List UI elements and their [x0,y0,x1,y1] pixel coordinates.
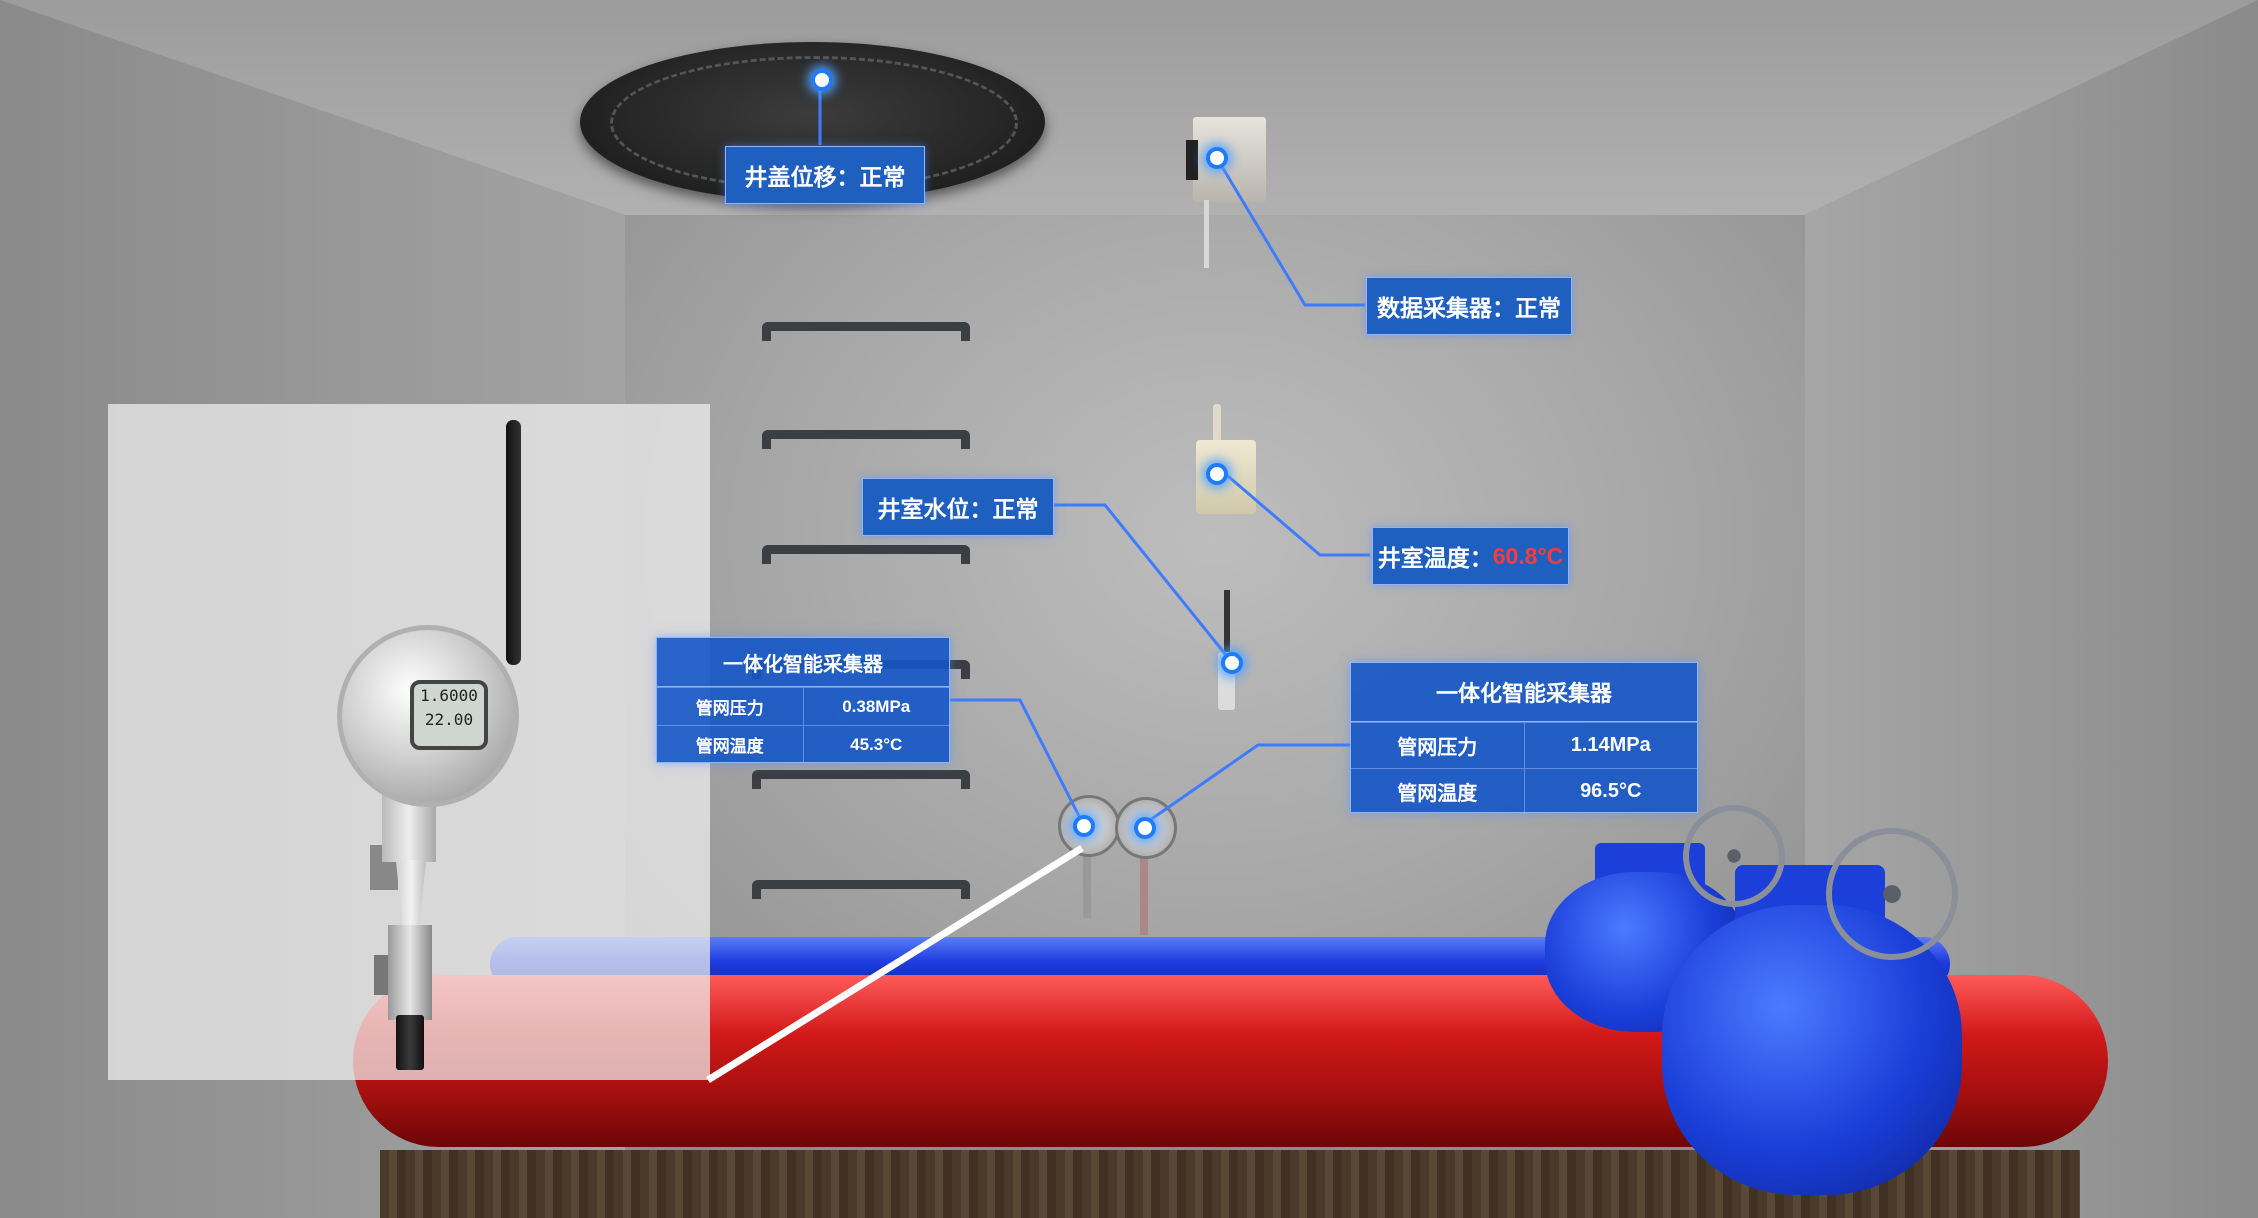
temperature-sensor-antenna [1213,404,1221,444]
chamber-temperature-prefix: 井室温度： [1377,545,1493,571]
ladder-rung [752,880,970,899]
collector-stem-left [1083,848,1091,918]
smart-collector-panel-right[interactable]: 一体化智能采集器 管网压力 1.14MPa 管网温度 96.5°C [1350,662,1698,814]
connector-chamber-temp [1214,463,1370,557]
transmitter-valve [388,925,432,1020]
panel-right-title: 一体化智能采集器 [1351,663,1697,722]
ladder-rung [762,545,970,564]
manhole-sensor-dot[interactable] [811,69,833,91]
data-collector-device[interactable] [1193,117,1266,202]
chamber-temperature-value: 60.8°C [1492,542,1564,569]
data-collector-side [1186,140,1198,180]
panel-left-temperature-value: 45.3°C [850,734,903,754]
data-collector-probe [1204,200,1209,268]
chamber-temperature-label[interactable]: 井室温度： 60.8°C [1372,527,1569,585]
ladder-rung [762,322,970,341]
panel-left-row-temperature: 管网温度 45.3°C [657,725,949,763]
inset-pointer-line [706,845,1084,1083]
smart-collector-right-dot[interactable] [1134,817,1156,839]
panel-right-temperature-value: 96.5°C [1580,780,1642,802]
ladder-rung [762,430,970,449]
valve-handwheel-rear[interactable] [1683,805,1785,907]
temperature-sensor-dot[interactable] [1206,463,1228,485]
panel-left-title: 一体化智能采集器 [657,638,949,687]
connector-water-level [1050,503,1232,661]
collector-stem-right [1140,850,1148,935]
panel-right-pressure-value: 1.14MPa [1570,734,1651,756]
panel-left-pressure-value: 0.38MPa [842,696,911,716]
water-level-status-label[interactable]: 井室水位：正常 [862,478,1054,536]
connector-right-panel [1142,743,1350,827]
transmitter-lcd-line1: 1.6000 [420,686,478,705]
connector-left-panel [948,698,1084,823]
panel-left-row-pressure: 管网压力 0.38MPa [657,687,949,725]
connector-data-collector [1213,154,1365,307]
panel-left-pressure-name: 管网压力 [657,688,804,725]
panel-right-row-pressure: 管网压力 1.14MPa [1351,722,1697,768]
transmitter-lcd: 1.6000 22.00 [410,680,488,750]
panel-left-temperature-name: 管网温度 [657,726,804,763]
manhole-displacement-label[interactable]: 井盖位移：正常 [725,146,925,204]
transmitter-lcd-line2: 22.00 [424,710,474,729]
valve-handwheel-front[interactable] [1826,828,1958,960]
data-collector-dot[interactable] [1206,147,1228,169]
panel-right-temperature-name: 管网温度 [1351,769,1525,814]
transmitter-antenna [506,420,521,665]
water-level-sensor-antenna [1224,590,1230,660]
panel-right-pressure-name: 管网压力 [1351,723,1525,768]
smart-collector-left-dot[interactable] [1073,815,1095,837]
ladder-rung [752,770,970,789]
transmitter-probe-tip [396,1015,424,1070]
panel-right-row-temperature: 管网温度 96.5°C [1351,768,1697,814]
data-collector-status-label[interactable]: 数据采集器：正常 [1366,277,1572,335]
smart-collector-panel-left[interactable]: 一体化智能采集器 管网压力 0.38MPa 管网温度 45.3°C [656,637,950,763]
water-level-sensor-dot[interactable] [1221,652,1243,674]
